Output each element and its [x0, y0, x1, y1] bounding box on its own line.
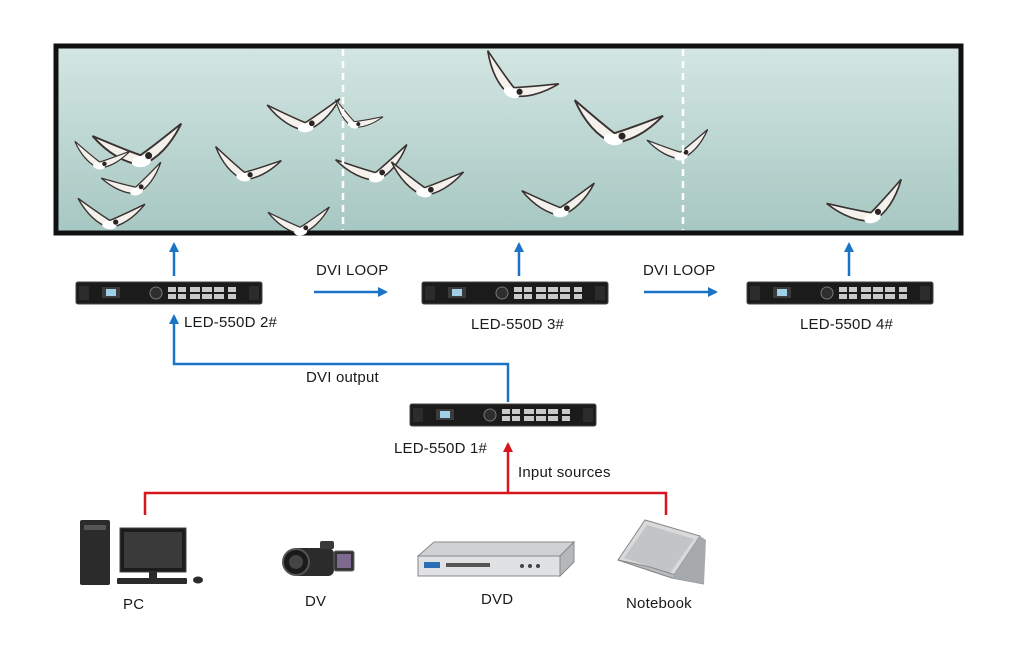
dvi-loop-label-2: DVI LOOP	[643, 262, 716, 279]
dvd-player-icon	[416, 540, 576, 578]
notebook-label: Notebook	[626, 595, 692, 612]
input-sources-label: Input sources	[518, 464, 611, 481]
processor-4-device	[746, 281, 934, 305]
pc-icon	[80, 520, 203, 585]
processor-3-device	[421, 281, 609, 305]
dvi-loop-label-1: DVI LOOP	[316, 262, 389, 279]
processor-4-label: LED-550D 4#	[800, 316, 894, 333]
dvd-label: DVD	[481, 591, 514, 608]
processor-2-label: LED-550D 2#	[184, 314, 278, 331]
pc-label: PC	[123, 596, 145, 613]
dv-camera-icon	[282, 541, 355, 576]
notebook-icon	[617, 519, 706, 585]
processor-1-device	[409, 403, 597, 427]
led-screen	[53, 43, 964, 239]
input-bus	[143, 491, 668, 515]
processor-2-device	[75, 281, 263, 305]
dvi-output-label: DVI output	[306, 369, 379, 386]
dv-label: DV	[305, 593, 327, 610]
arrow-dvi-output	[169, 314, 510, 402]
processor-1-label: LED-550D 1#	[394, 440, 488, 457]
processor-3-label: LED-550D 3#	[471, 316, 565, 333]
